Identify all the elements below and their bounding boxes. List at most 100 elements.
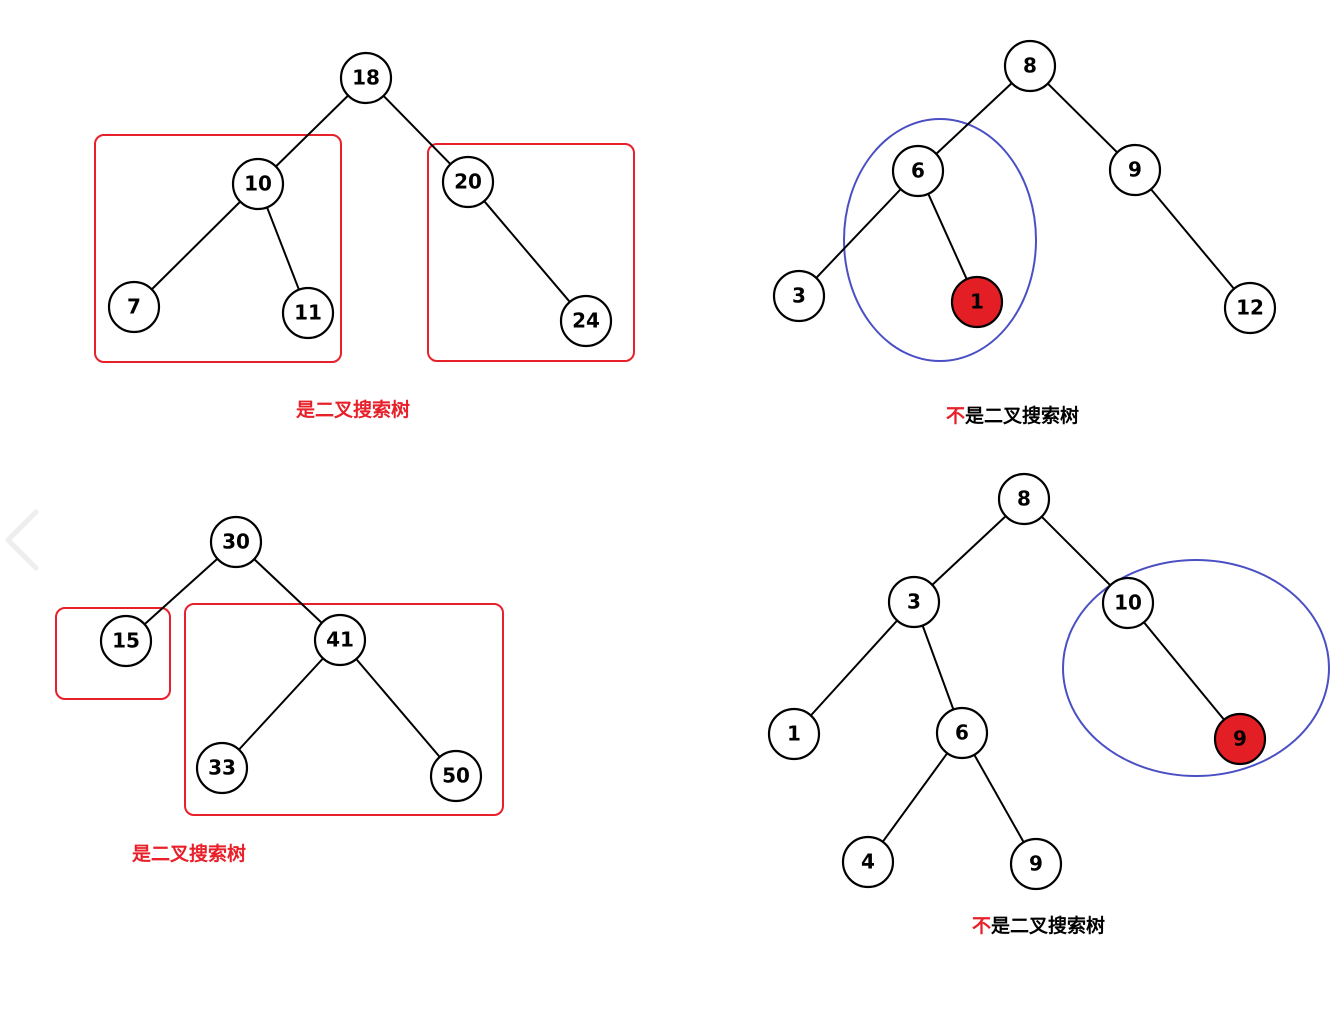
node-label: 10: [1114, 591, 1142, 615]
tree-edge: [1143, 621, 1225, 721]
highlighted-node: 1: [950, 275, 1004, 329]
subtree-box: [94, 134, 342, 363]
node-label: 20: [454, 170, 482, 194]
violation-ellipse: [843, 118, 1037, 362]
tree-node: 12: [1223, 281, 1277, 335]
tree-edge: [266, 206, 300, 291]
node-circle: [1009, 837, 1063, 891]
node-circle: [1108, 143, 1162, 197]
caption-tree-1: 是二叉搜索树: [296, 395, 410, 422]
node-label: 18: [352, 66, 380, 90]
caption-negation: 不: [972, 915, 992, 937]
node-label: 3: [907, 590, 921, 614]
node-circle: [99, 614, 153, 668]
tree-edge: [921, 625, 955, 710]
node-circle: [107, 280, 161, 334]
node-label: 7: [127, 295, 141, 319]
tree-node: 7: [107, 280, 161, 334]
caption-tree-4: 不是二叉搜索树: [972, 911, 1105, 938]
chevron-left-icon[interactable]: [2, 508, 42, 572]
subtree-box: [427, 143, 635, 362]
tree-node: 33: [195, 741, 249, 795]
tree-node: 6: [891, 144, 945, 198]
caption-text: 是二叉搜索树: [132, 843, 247, 865]
node-circle: [772, 269, 826, 323]
tree-edge: [355, 658, 441, 758]
subtree-box: [55, 607, 171, 700]
tree-node: 8: [1003, 39, 1057, 93]
node-label: 9: [1029, 852, 1043, 876]
node-label: 4: [861, 850, 875, 874]
caption-tree-3: 是二叉搜索树: [132, 839, 246, 866]
caption-tree-2: 不是二叉搜索树: [946, 401, 1079, 428]
node-circle: [281, 286, 335, 340]
tree-node: 9: [1108, 143, 1162, 197]
node-label: 8: [1023, 54, 1037, 78]
node-circle: [841, 835, 895, 889]
node-circle: [1101, 576, 1155, 630]
node-circle: [767, 707, 821, 761]
tree-edge: [382, 95, 452, 165]
tree-edge: [1047, 82, 1118, 154]
node-circle: [429, 749, 483, 803]
tree-edge: [275, 94, 349, 168]
node-label: 6: [955, 721, 969, 745]
tree-edge: [1150, 188, 1235, 290]
tree-edge: [143, 557, 219, 626]
tree-node: 15: [99, 614, 153, 668]
tree-node: 30: [209, 515, 263, 569]
tree-node: 6: [935, 706, 989, 760]
tree-edge: [973, 754, 1025, 843]
node-label: 1: [970, 290, 984, 314]
node-circle: [1213, 712, 1267, 766]
node-circle: [195, 741, 249, 795]
node-label: 11: [294, 301, 322, 325]
tree-node: 3: [772, 269, 826, 323]
highlighted-node: 9: [1213, 712, 1267, 766]
node-circle: [1003, 39, 1057, 93]
tree-edge: [253, 558, 323, 624]
node-circle: [950, 275, 1004, 329]
node-circle: [997, 472, 1051, 526]
tree-node: 9: [1009, 837, 1063, 891]
subtree-box: [184, 603, 504, 816]
tree-node: 3: [887, 575, 941, 629]
node-circle: [891, 144, 945, 198]
node-label: 15: [112, 629, 140, 653]
tree-node: 20: [441, 155, 495, 209]
node-label: 50: [442, 764, 470, 788]
tree-node: 18: [339, 51, 393, 105]
node-circle: [339, 51, 393, 105]
node-label: 10: [244, 172, 272, 196]
node-circle: [887, 575, 941, 629]
tree-edge: [815, 188, 902, 279]
tree-node: 8: [997, 472, 1051, 526]
node-circle: [1223, 281, 1277, 335]
node-label: 12: [1236, 296, 1264, 320]
tree-edge: [931, 515, 1007, 586]
tree-edge: [483, 200, 571, 303]
tree-node: 4: [841, 835, 895, 889]
tree-node: 41: [313, 613, 367, 667]
node-label: 8: [1017, 487, 1031, 511]
tree-edge: [935, 82, 1013, 155]
node-circle: [313, 613, 367, 667]
tree-node: 24: [559, 294, 613, 348]
tree-edge: [238, 657, 324, 751]
node-circle: [231, 157, 285, 211]
node-label: 9: [1233, 727, 1247, 751]
node-label: 3: [792, 284, 806, 308]
tree-edge: [881, 752, 949, 843]
node-circle: [559, 294, 613, 348]
caption-text: 是二叉搜索树: [296, 399, 411, 421]
tree-node: 10: [231, 157, 285, 211]
node-label: 33: [208, 756, 236, 780]
node-label: 1: [787, 722, 801, 746]
node-label: 6: [911, 159, 925, 183]
node-label: 41: [326, 628, 354, 652]
tree-node: 10: [1101, 576, 1155, 630]
tree-node: 1: [767, 707, 821, 761]
node-label: 9: [1128, 158, 1142, 182]
caption-negation: 不: [946, 405, 966, 427]
